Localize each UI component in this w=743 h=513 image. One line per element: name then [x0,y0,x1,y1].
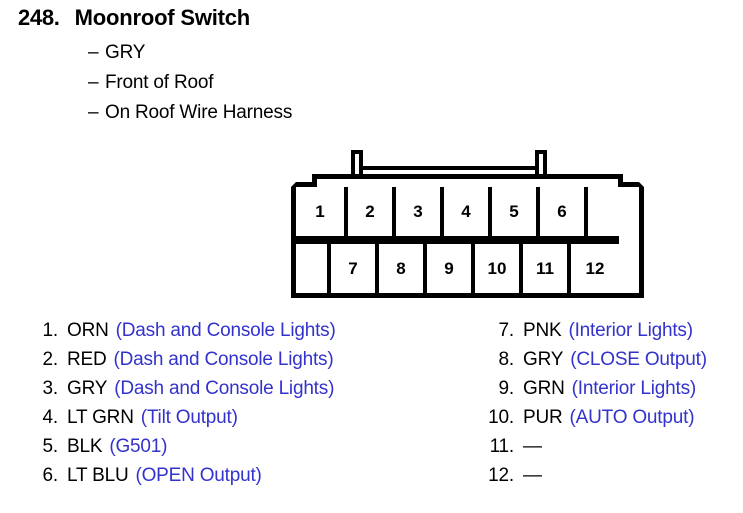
pin-cell-9[interactable]: 9 [423,240,475,293]
legend-row-4: 4. LT GRN (Tilt Output) [28,407,428,436]
legend-wire-color: LT BLU [67,465,129,486]
legend-number: 12. [488,465,514,486]
header-subitem-gry: –GRY [88,42,145,64]
connector-shoulder-right [618,174,644,187]
legend-wire-color: PNK [523,320,562,341]
en-dash-icon: – [88,72,99,93]
connector-pin-row-top: 1 2 3 4 5 6 [296,187,639,240]
pin-cell-3[interactable]: 3 [392,187,444,240]
legend-number: 8. [498,349,515,370]
legend-row-11: 11. — [484,436,743,465]
legend-number: 3. [42,378,59,399]
header-subitem-label: Front of Roof [105,72,214,93]
pin-legend-left-column: 1. ORN (Dash and Console Lights) 2. RED … [28,320,428,494]
legend-wire-color: GRY [67,378,108,399]
legend-number: 5. [42,436,59,457]
legend-row-8: 8. GRY (CLOSE Output) [484,349,743,378]
legend-row-2: 2. RED (Dash and Console Lights) [28,349,428,378]
legend-description: (CLOSE Output) [570,349,707,370]
legend-number: 6. [42,465,59,486]
legend-description: (OPEN Output) [135,465,262,486]
legend-wire-color: LT GRN [67,407,134,428]
pin-cell-5[interactable]: 5 [488,187,540,240]
legend-description: (Tilt Output) [140,407,238,428]
pin-cell-top-blank [584,187,619,240]
pin-cell-12[interactable]: 12 [567,240,619,293]
legend-number: 2. [42,349,59,370]
legend-description: (AUTO Output) [569,407,695,428]
legend-row-1: 1. ORN (Dash and Console Lights) [28,320,428,349]
connector-shoulder-left [291,174,317,187]
header-subitem-front-of-roof: –Front of Roof [88,72,213,94]
legend-wire-color: GRN [523,378,565,399]
en-dash-icon: – [88,42,99,63]
pin-cell-6[interactable]: 6 [536,187,588,240]
entry-number: 248. [18,5,60,30]
legend-row-9: 9. GRN (Interior Lights) [484,378,743,407]
legend-number: 1. [42,320,59,341]
pin-cell-bottom-blank [296,240,331,293]
legend-number: 4. [42,407,59,428]
en-dash-icon: – [88,102,99,123]
title-row: 248. Moonroof Switch [18,5,250,31]
pin-cell-11[interactable]: 11 [519,240,571,293]
legend-row-7: 7. PNK (Interior Lights) [484,320,743,349]
legend-row-5: 5. BLK (G501) [28,436,428,465]
legend-description: (Interior Lights) [571,378,697,399]
legend-row-3: 3. GRY (Dash and Console Lights) [28,378,428,407]
legend-wire-color: ORN [67,320,109,341]
pin-cell-10[interactable]: 10 [471,240,523,293]
legend-description: (Dash and Console Lights) [115,320,336,341]
legend-wire-color: BLK [67,436,103,457]
legend-row-10: 10. PUR (AUTO Output) [484,407,743,436]
pin-cell-7[interactable]: 7 [327,240,379,293]
header-subitem-on-roof-wire-harness: –On Roof Wire Harness [88,102,292,124]
legend-wire-color: PUR [523,407,563,428]
header-subitem-label: On Roof Wire Harness [105,102,293,123]
legend-description: (G501) [109,436,168,457]
legend-wire-empty-marker: — [523,436,542,457]
pin-cell-2[interactable]: 2 [344,187,396,240]
pin-cell-8[interactable]: 8 [375,240,427,293]
legend-description: (Interior Lights) [568,320,693,341]
pin-legend-right-column: 7. PNK (Interior Lights) 8. GRY (CLOSE O… [484,320,743,494]
connector-diagram: 1 2 3 4 5 6 7 8 9 10 11 12 [291,150,644,298]
legend-row-12: 12. — [484,465,743,494]
pin-cell-4[interactable]: 4 [440,187,492,240]
legend-number: 9. [498,378,515,399]
legend-number: 11. [489,436,515,457]
pin-cell-1[interactable]: 1 [296,187,348,240]
legend-description: (Dash and Console Lights) [114,378,335,399]
legend-wire-color: GRY [523,349,564,370]
legend-description: (Dash and Console Lights) [113,349,334,370]
legend-number: 10. [488,407,514,428]
page-title: Moonroof Switch [74,5,251,30]
legend-number: 7. [498,320,515,341]
legend-wire-color: RED [67,349,107,370]
header-subitem-label: GRY [105,42,146,63]
connector-pin-row-bottom: 7 8 9 10 11 12 [296,240,639,293]
legend-row-6: 6. LT BLU (OPEN Output) [28,465,428,494]
legend-wire-empty-marker: — [523,465,542,486]
